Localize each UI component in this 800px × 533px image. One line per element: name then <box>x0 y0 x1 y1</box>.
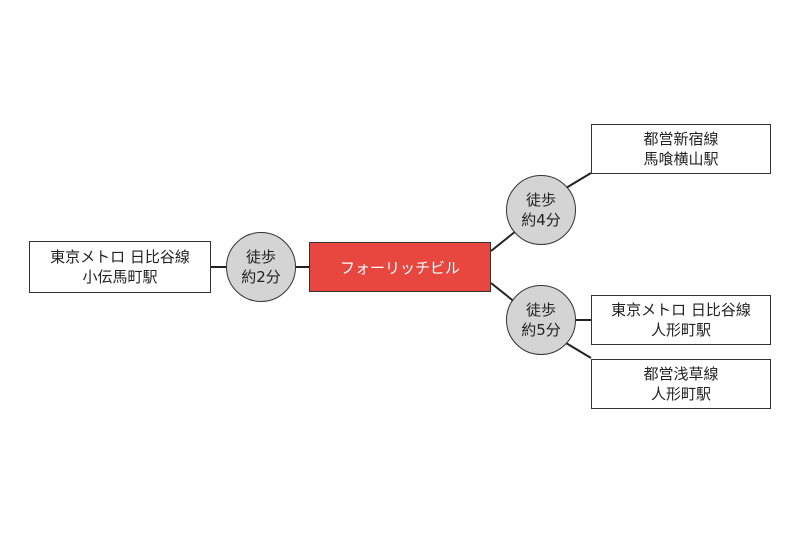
walk-time-circle-2min: 徒歩 約2分 <box>226 232 296 302</box>
station-box-kodemmacho: 東京メトロ 日比谷線 小伝馬町駅 <box>29 241 211 293</box>
walk-time-circle-4min: 徒歩 約4分 <box>506 175 576 245</box>
walk-minutes-label: 約5分 <box>521 321 561 339</box>
walk-minutes-label: 約4分 <box>521 211 561 229</box>
walk-label: 徒歩 <box>525 301 556 319</box>
link-walk3-station4 <box>565 342 592 359</box>
station-line-label: 東京メトロ 日比谷線 <box>611 301 751 319</box>
station-name-label: 馬喰横山駅 <box>643 150 719 168</box>
station-box-ningyocho-hibiya: 東京メトロ 日比谷線 人形町駅 <box>591 295 771 345</box>
station-line-label: 都営新宿線 <box>643 130 719 148</box>
walk-label: 徒歩 <box>245 248 276 266</box>
walk-minutes-label: 約2分 <box>241 268 281 286</box>
station-box-ningyocho-asakusa: 都営浅草線 人形町駅 <box>591 359 771 409</box>
station-box-bakuroyokoyama: 都営新宿線 馬喰横山駅 <box>591 124 771 174</box>
link-walk2-station2 <box>565 172 592 189</box>
station-line-label: 都営浅草線 <box>643 365 719 383</box>
walk-label: 徒歩 <box>525 191 556 209</box>
station-name-label: 人形町駅 <box>650 321 711 339</box>
link-building-walk2 <box>490 230 517 252</box>
building-name: フォーリッチビル <box>339 258 460 277</box>
building-box: フォーリッチビル <box>309 242 491 292</box>
station-name-label: 人形町駅 <box>650 385 711 403</box>
station-name-label: 小伝馬町駅 <box>82 268 158 286</box>
station-line-label: 東京メトロ 日比谷線 <box>50 248 190 266</box>
walk-time-circle-5min: 徒歩 約5分 <box>506 285 576 355</box>
